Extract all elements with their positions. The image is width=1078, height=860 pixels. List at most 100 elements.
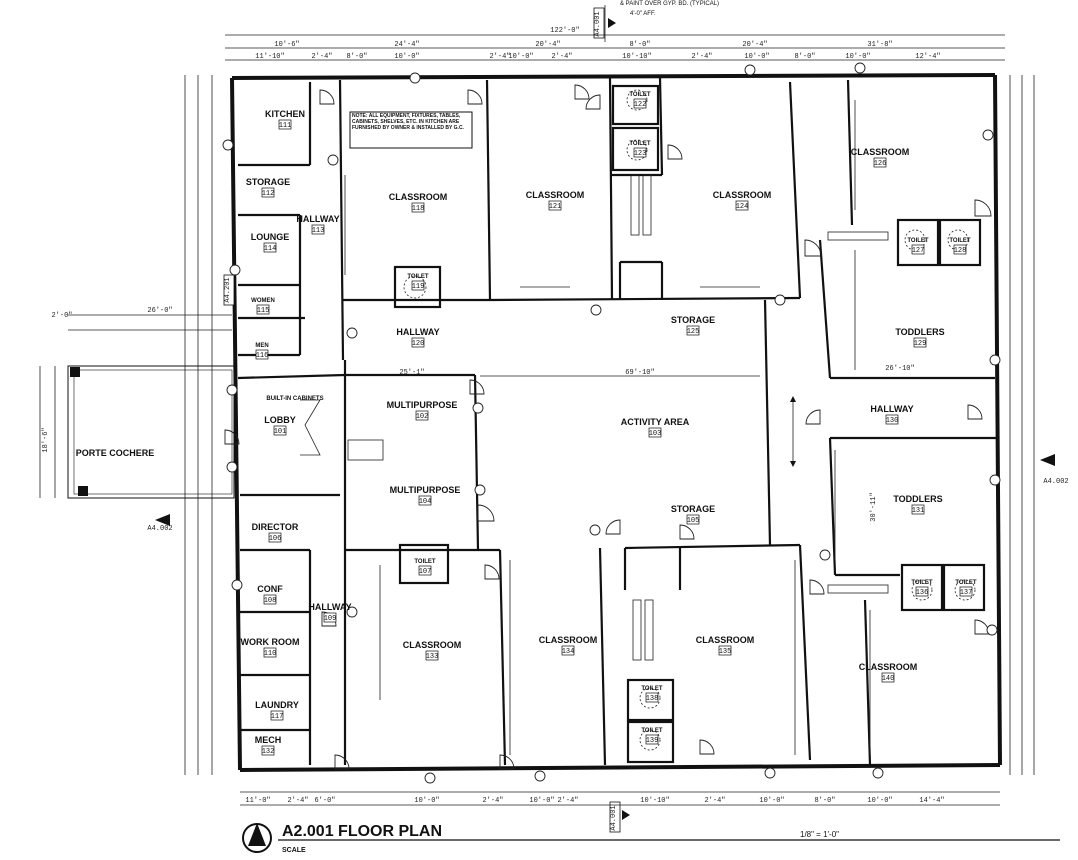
room-number: 129 (914, 340, 927, 348)
room-name: CLASSROOM (851, 147, 910, 157)
svg-text:2'-4": 2'-4" (311, 53, 332, 61)
room-number: 132 (262, 748, 275, 756)
svg-text:8'-0": 8'-0" (814, 797, 835, 805)
room-number-box (256, 304, 270, 315)
svg-text:10'-10": 10'-10" (622, 53, 651, 61)
room-labels: KITCHEN111STORAGE112HALLWAY113LOUNGE114W… (241, 92, 977, 756)
room-name: MEN (255, 343, 268, 349)
room-number: 130 (886, 417, 899, 425)
room-number: 140 (882, 675, 895, 683)
room-label: CLASSROOM 140 (859, 662, 918, 683)
svg-text:10'-0": 10'-0" (759, 797, 784, 805)
toilet-enclosures (393, 84, 986, 764)
side-dimension-lines (184, 75, 1035, 775)
room-number-box (255, 349, 269, 360)
room-name: LOUNGE (251, 232, 290, 242)
svg-text:8'-0": 8'-0" (629, 41, 650, 49)
room-number: 122 (634, 101, 647, 109)
room-label: MEN 116 (255, 343, 268, 360)
room-number-box (323, 612, 337, 623)
svg-text:2'-4": 2'-4" (557, 797, 578, 805)
room-name: TOILET (629, 92, 651, 98)
room-number-box (913, 337, 927, 348)
room-number-box (633, 98, 647, 109)
room-number: 119 (412, 283, 425, 291)
exterior-walls (230, 73, 1002, 772)
dim-toddlers2-width: 30'-11" (870, 492, 878, 521)
room-number: 128 (954, 247, 967, 255)
room-number-box (261, 745, 275, 756)
room-number: 101 (274, 428, 287, 436)
interior-dimensions: 69'-10" 25'-1" 26'-10" 30'-11" (399, 365, 914, 522)
room-number-box (633, 147, 647, 158)
room-name: LOBBY (264, 415, 296, 425)
room-number: 118 (412, 205, 425, 213)
room-number: 134 (562, 648, 575, 656)
room-name: HALLWAY (308, 602, 351, 612)
room-number-box (645, 692, 659, 703)
svg-text:2'-4": 2'-4" (482, 797, 503, 805)
dim-cochere-offset: 2'-0" (51, 312, 72, 320)
room-number: 133 (426, 653, 439, 661)
room-name: MULTIPURPOSE (390, 485, 461, 495)
room-name: TOILET (414, 559, 436, 565)
room-name: TOILET (407, 274, 429, 280)
room-number-box (411, 202, 425, 213)
room-number: 113 (312, 227, 325, 235)
svg-text:10'-10": 10'-10" (640, 797, 669, 805)
dim-cochere-depth: 26'-0" (147, 307, 172, 315)
svg-text:10'-0": 10'-0" (529, 797, 554, 805)
svg-text:10'-0": 10'-0" (394, 53, 419, 61)
room-name: HALLWAY (870, 404, 913, 414)
svg-text:10'-0": 10'-0" (744, 53, 769, 61)
room-number: 105 (687, 517, 700, 525)
room-number-box (686, 514, 700, 525)
column-bubbles (222, 62, 1001, 784)
room-number-box (263, 242, 277, 253)
room-number-box (418, 565, 432, 576)
header-note-line2: 4'-0" AFF. (630, 11, 656, 17)
room-name: CONF (257, 584, 283, 594)
room-name: STORAGE (671, 504, 715, 514)
section-marker-top: A4.001 (593, 5, 616, 42)
room-number: 108 (264, 597, 277, 605)
room-number-box (686, 325, 700, 336)
room-number-box (953, 244, 967, 255)
room-number-box (911, 504, 925, 515)
svg-text:31'-8": 31'-8" (867, 41, 892, 49)
svg-text:8'-0": 8'-0" (794, 53, 815, 61)
room-name: CLASSROOM (696, 635, 755, 645)
room-number: 104 (419, 498, 432, 506)
room-label: TOILET 122 (629, 92, 651, 109)
room-number-box (263, 594, 277, 605)
north-arrow-icon (248, 823, 266, 846)
room-number: 131 (912, 507, 925, 515)
room-number: 116 (256, 352, 269, 360)
svg-text:20'-4": 20'-4" (742, 41, 767, 49)
room-name: TOILET (911, 580, 933, 586)
room-name: ACTIVITY AREA (621, 417, 690, 427)
room-name: TOILET (949, 238, 971, 244)
room-number: 123 (634, 150, 647, 158)
svg-text:10'-6": 10'-6" (274, 41, 299, 49)
room-name: STORAGE (671, 315, 715, 325)
room-name: MULTIPURPOSE (387, 400, 458, 410)
room-number: 109 (324, 615, 337, 623)
svg-text:8'-0": 8'-0" (346, 53, 367, 61)
room-name: CLASSROOM (859, 662, 918, 672)
